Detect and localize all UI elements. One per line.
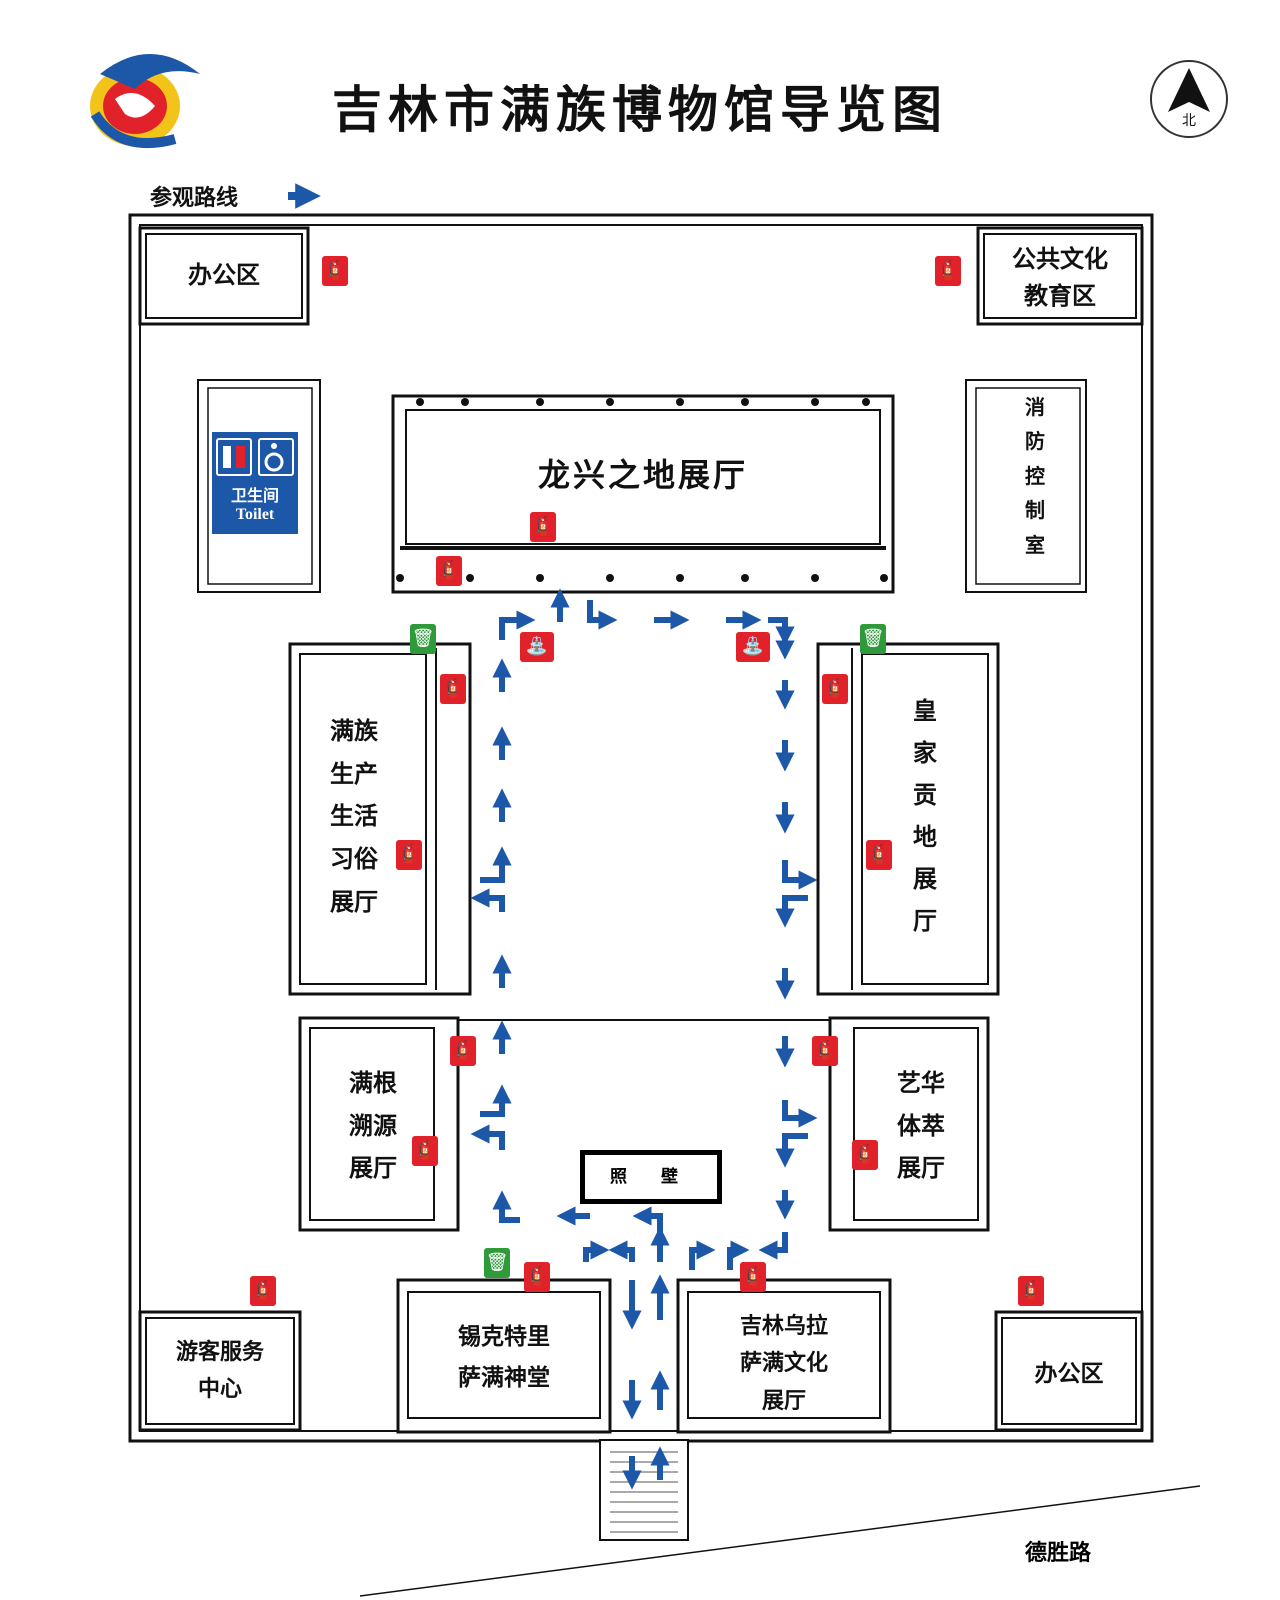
royal-tribute-label: 皇 家 贡 地 展 厅 <box>900 690 950 942</box>
manchu-life-label: 满族 生产 生活 习俗 展厅 <box>306 710 422 924</box>
royal-tribute-char: 厅 <box>913 906 937 935</box>
compass-label: 北 <box>1182 113 1196 129</box>
manchu-life-line: 生产 <box>330 758 378 788</box>
entrance-stairs <box>599 1439 689 1541</box>
fire-extinguisher-icon: 🧯 <box>812 1036 838 1066</box>
office-nw-room <box>138 226 310 326</box>
road-line <box>359 1485 1201 1597</box>
arts-line: 体萃 <box>897 1110 945 1140</box>
visitor-center-line: 游客服务 <box>175 1339 264 1365</box>
xiketeli-label: 锡克特里 萨满神堂 <box>408 1316 600 1399</box>
office-nw-label: 办公区 <box>188 260 260 289</box>
arts-line: 展厅 <box>897 1153 945 1183</box>
office-se-label: 办公区 <box>1034 1360 1104 1387</box>
screen-wall: 照 壁 <box>580 1150 722 1204</box>
jilin-wula-line: 萨满文化 <box>739 1350 828 1377</box>
fire-extinguisher-icon: 🧯 <box>440 674 466 704</box>
arts-hall <box>828 1016 990 1232</box>
fire-hydrant-icon: ⛲ <box>736 632 770 662</box>
fire-control-char: 控 <box>1025 463 1045 488</box>
xiketeli-hall <box>396 1278 612 1434</box>
arts-line: 艺华 <box>897 1068 945 1097</box>
toilet-label-en: Toilet <box>235 506 275 523</box>
origins-line: 满根 <box>349 1068 397 1097</box>
royal-tribute-char: 家 <box>913 738 937 767</box>
longxing-pillars <box>396 398 888 582</box>
longxing-hall <box>391 394 895 594</box>
manchu-life-line: 习俗 <box>330 844 378 874</box>
public-culture-room <box>976 226 1144 326</box>
visitor-center-line: 中心 <box>197 1376 242 1403</box>
fire-extinguisher-icon: 🧯 <box>412 1136 438 1166</box>
fire-extinguisher-icon: 🧯 <box>935 256 961 286</box>
arts-label: 艺华 体萃 展厅 <box>866 1062 976 1190</box>
jilin-wula-line: 吉林乌拉 <box>739 1313 828 1339</box>
toilet-sign: 卫生间 Toilet <box>212 432 298 534</box>
visit-route <box>470 588 818 1490</box>
inner-wall <box>139 224 1143 1432</box>
legend-label: 参观路线 <box>150 185 239 211</box>
road-label: 德胜路 <box>1025 1540 1092 1566</box>
jilin-wula-hall <box>676 1278 892 1434</box>
origins-label: 满根 溯源 展厅 <box>318 1062 428 1190</box>
fire-extinguisher-icon: 🧯 <box>852 1140 878 1170</box>
map-title: 吉林市满族博物馆导览图 <box>332 80 948 139</box>
fire-extinguisher-icon: 🧯 <box>740 1262 766 1292</box>
fire-extinguisher-icon: 🧯 <box>530 512 556 542</box>
fire-extinguisher-icon: 🧯 <box>396 840 422 870</box>
fire-extinguisher-icon: 🧯 <box>1018 1276 1044 1306</box>
toilet-label-cn: 卫生间 <box>230 486 279 505</box>
royal-tribute-hall <box>816 642 1000 996</box>
compass: 北 <box>1150 60 1228 138</box>
visitor-center-label: 游客服务 中心 <box>146 1334 294 1409</box>
fire-extinguisher-icon: 🧯 <box>866 840 892 870</box>
xiketeli-line: 锡克特里 <box>458 1323 550 1350</box>
public-culture-label-line1: 公共文化 <box>1012 244 1108 273</box>
visitor-center-room <box>138 1310 302 1432</box>
public-culture-label: 公共文化 教育区 <box>984 240 1136 314</box>
fire-control-char: 防 <box>1025 429 1045 454</box>
origins-hall <box>298 1016 460 1232</box>
fire-extinguisher-icon: 🧯 <box>250 1276 276 1306</box>
public-culture-label-line2: 教育区 <box>1024 281 1096 311</box>
fire-extinguisher-icon: 🧯 <box>322 256 348 286</box>
museum-logo <box>90 54 200 149</box>
office-se-room <box>994 1310 1144 1432</box>
fire-extinguisher-icon: 🧯 <box>524 1262 550 1292</box>
royal-tribute-char: 皇 <box>913 696 937 725</box>
restroom-people-icon <box>216 438 252 476</box>
fire-control-label: 消 防 控 制 室 <box>1010 390 1060 562</box>
xiketeli-line: 萨满神堂 <box>458 1364 550 1392</box>
royal-tribute-char: 贡 <box>913 780 937 809</box>
trash-bin-icon: 🗑 <box>410 624 436 654</box>
manchu-life-line: 展厅 <box>330 886 378 916</box>
trash-bin-icon: 🗑 <box>860 624 886 654</box>
longxing-label: 龙兴之地展厅 <box>537 456 748 494</box>
jilin-wula-label: 吉林乌拉 萨满文化 展厅 <box>688 1308 880 1420</box>
jilin-wula-line: 展厅 <box>761 1387 806 1414</box>
origins-line: 溯源 <box>349 1110 397 1140</box>
wheelchair-icon <box>258 438 294 476</box>
fire-extinguisher-icon: 🧯 <box>436 556 462 586</box>
fire-extinguisher-icon: 🧯 <box>822 674 848 704</box>
origins-line: 展厅 <box>349 1153 397 1183</box>
fire-extinguisher-icon: 🧯 <box>450 1036 476 1066</box>
manchu-life-line: 满族 <box>330 716 378 745</box>
royal-tribute-char: 地 <box>913 822 937 851</box>
north-arrow-icon <box>1168 68 1210 112</box>
trash-bin-icon: 🗑 <box>484 1248 510 1278</box>
royal-tribute-char: 展 <box>913 864 937 893</box>
manchu-life-line: 生活 <box>330 801 378 831</box>
fire-control-char: 消 <box>1025 395 1045 419</box>
fire-control-char: 制 <box>1025 498 1045 523</box>
fire-control-room <box>965 379 1087 593</box>
fire-hydrant-icon: ⛲ <box>520 632 554 662</box>
fire-control-char: 室 <box>1025 532 1045 557</box>
